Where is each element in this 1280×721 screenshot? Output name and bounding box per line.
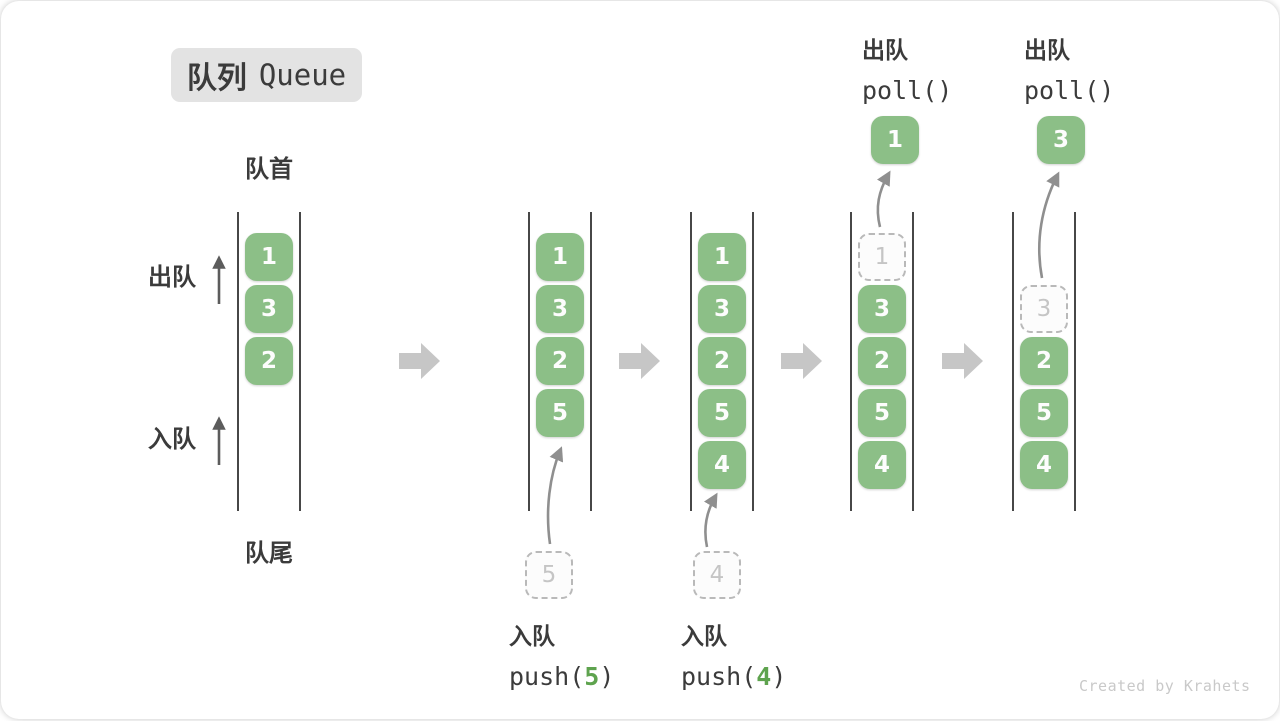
dequeue-poll1-arrow-icon xyxy=(876,170,891,228)
watermark: Created by Krahets xyxy=(1079,677,1251,695)
dequeue-header: 出队 poll() xyxy=(1024,31,1114,105)
queue-item-box: 2 xyxy=(1020,337,1068,385)
header-code-label: poll() xyxy=(1024,76,1115,105)
queue-item-box: 4 xyxy=(1020,441,1068,489)
caption-action-label: 入队 xyxy=(681,623,727,649)
queue-item-box: 3 xyxy=(698,285,746,333)
enqueue-caption: 入队 push(4) xyxy=(681,617,786,691)
code-arg: 4 xyxy=(756,662,772,691)
code-after: ) xyxy=(771,662,787,691)
flow-arrow-icon xyxy=(942,343,983,379)
queue-rail-line xyxy=(237,212,239,511)
queue-rail-line xyxy=(690,212,692,511)
queue-rail-line xyxy=(1012,212,1014,511)
code-before: push( xyxy=(681,662,757,691)
queue-item-box: 1 xyxy=(536,233,584,281)
label-queue-rear: 队尾 xyxy=(245,540,293,567)
queue-item-box-dashed: 1 xyxy=(858,233,906,281)
caption-code-label: push(5) xyxy=(509,662,614,691)
queue-item-box: 2 xyxy=(858,337,906,385)
queue-item-box: 5 xyxy=(1020,389,1068,437)
header-action-label: 出队 xyxy=(1024,37,1070,63)
label-enqueue-side: 入队 xyxy=(148,426,196,453)
queue-item-box-dashed: 3 xyxy=(1020,285,1068,333)
queue-item-box: 5 xyxy=(858,389,906,437)
label-queue-front: 队首 xyxy=(245,156,293,183)
pending-item-box: 4 xyxy=(693,551,741,599)
code-arg: 5 xyxy=(584,662,600,691)
header-code-label: poll() xyxy=(862,76,953,105)
queue-item-box: 1 xyxy=(245,233,293,281)
queue-item-box: 4 xyxy=(858,441,906,489)
queue-item-box: 5 xyxy=(698,389,746,437)
queue-item-box: 1 xyxy=(698,233,746,281)
title-badge: 队列 Queue xyxy=(171,48,362,102)
caption-action-label: 入队 xyxy=(509,623,555,649)
queue-item-box: 2 xyxy=(536,337,584,385)
queue-rail-line xyxy=(1074,212,1076,511)
caption-code-label: push(4) xyxy=(681,662,786,691)
flow-arrow-icon xyxy=(619,343,660,379)
queue-rail-line xyxy=(752,212,754,511)
flow-arrow-icon xyxy=(781,343,822,379)
dequeue-poll3-arrow-icon xyxy=(1037,171,1060,279)
queue-rail-line xyxy=(590,212,592,511)
title-zh: 队列 xyxy=(186,62,247,95)
queue-item-box: 3 xyxy=(858,285,906,333)
queue-item-box: 4 xyxy=(698,441,746,489)
flow-arrow-icon xyxy=(399,343,440,379)
code-after: ) xyxy=(599,662,615,691)
queue-rail-line xyxy=(528,212,530,511)
removed-item-box: 3 xyxy=(1037,116,1085,164)
removed-item-box: 1 xyxy=(871,116,919,164)
title-en: Queue xyxy=(258,58,347,92)
queue-rail-line xyxy=(850,212,852,511)
label-dequeue-side: 出队 xyxy=(148,264,196,291)
queue-item-box: 2 xyxy=(698,337,746,385)
code-before: push( xyxy=(509,662,585,691)
queue-item-box: 3 xyxy=(536,285,584,333)
enqueue-push5-arrow-icon xyxy=(546,446,564,545)
queue-rail-line xyxy=(299,212,301,511)
queue-item-box: 2 xyxy=(245,337,293,385)
queue-rail-line xyxy=(912,212,914,511)
pending-item-box: 5 xyxy=(525,551,573,599)
header-action-label: 出队 xyxy=(862,37,908,63)
enqueue-caption: 入队 push(5) xyxy=(509,617,614,691)
enqueue-push4-arrow-icon xyxy=(703,492,718,548)
dequeue-header: 出队 poll() xyxy=(862,31,952,105)
queue-item-box: 3 xyxy=(245,285,293,333)
queue-item-box: 5 xyxy=(536,389,584,437)
